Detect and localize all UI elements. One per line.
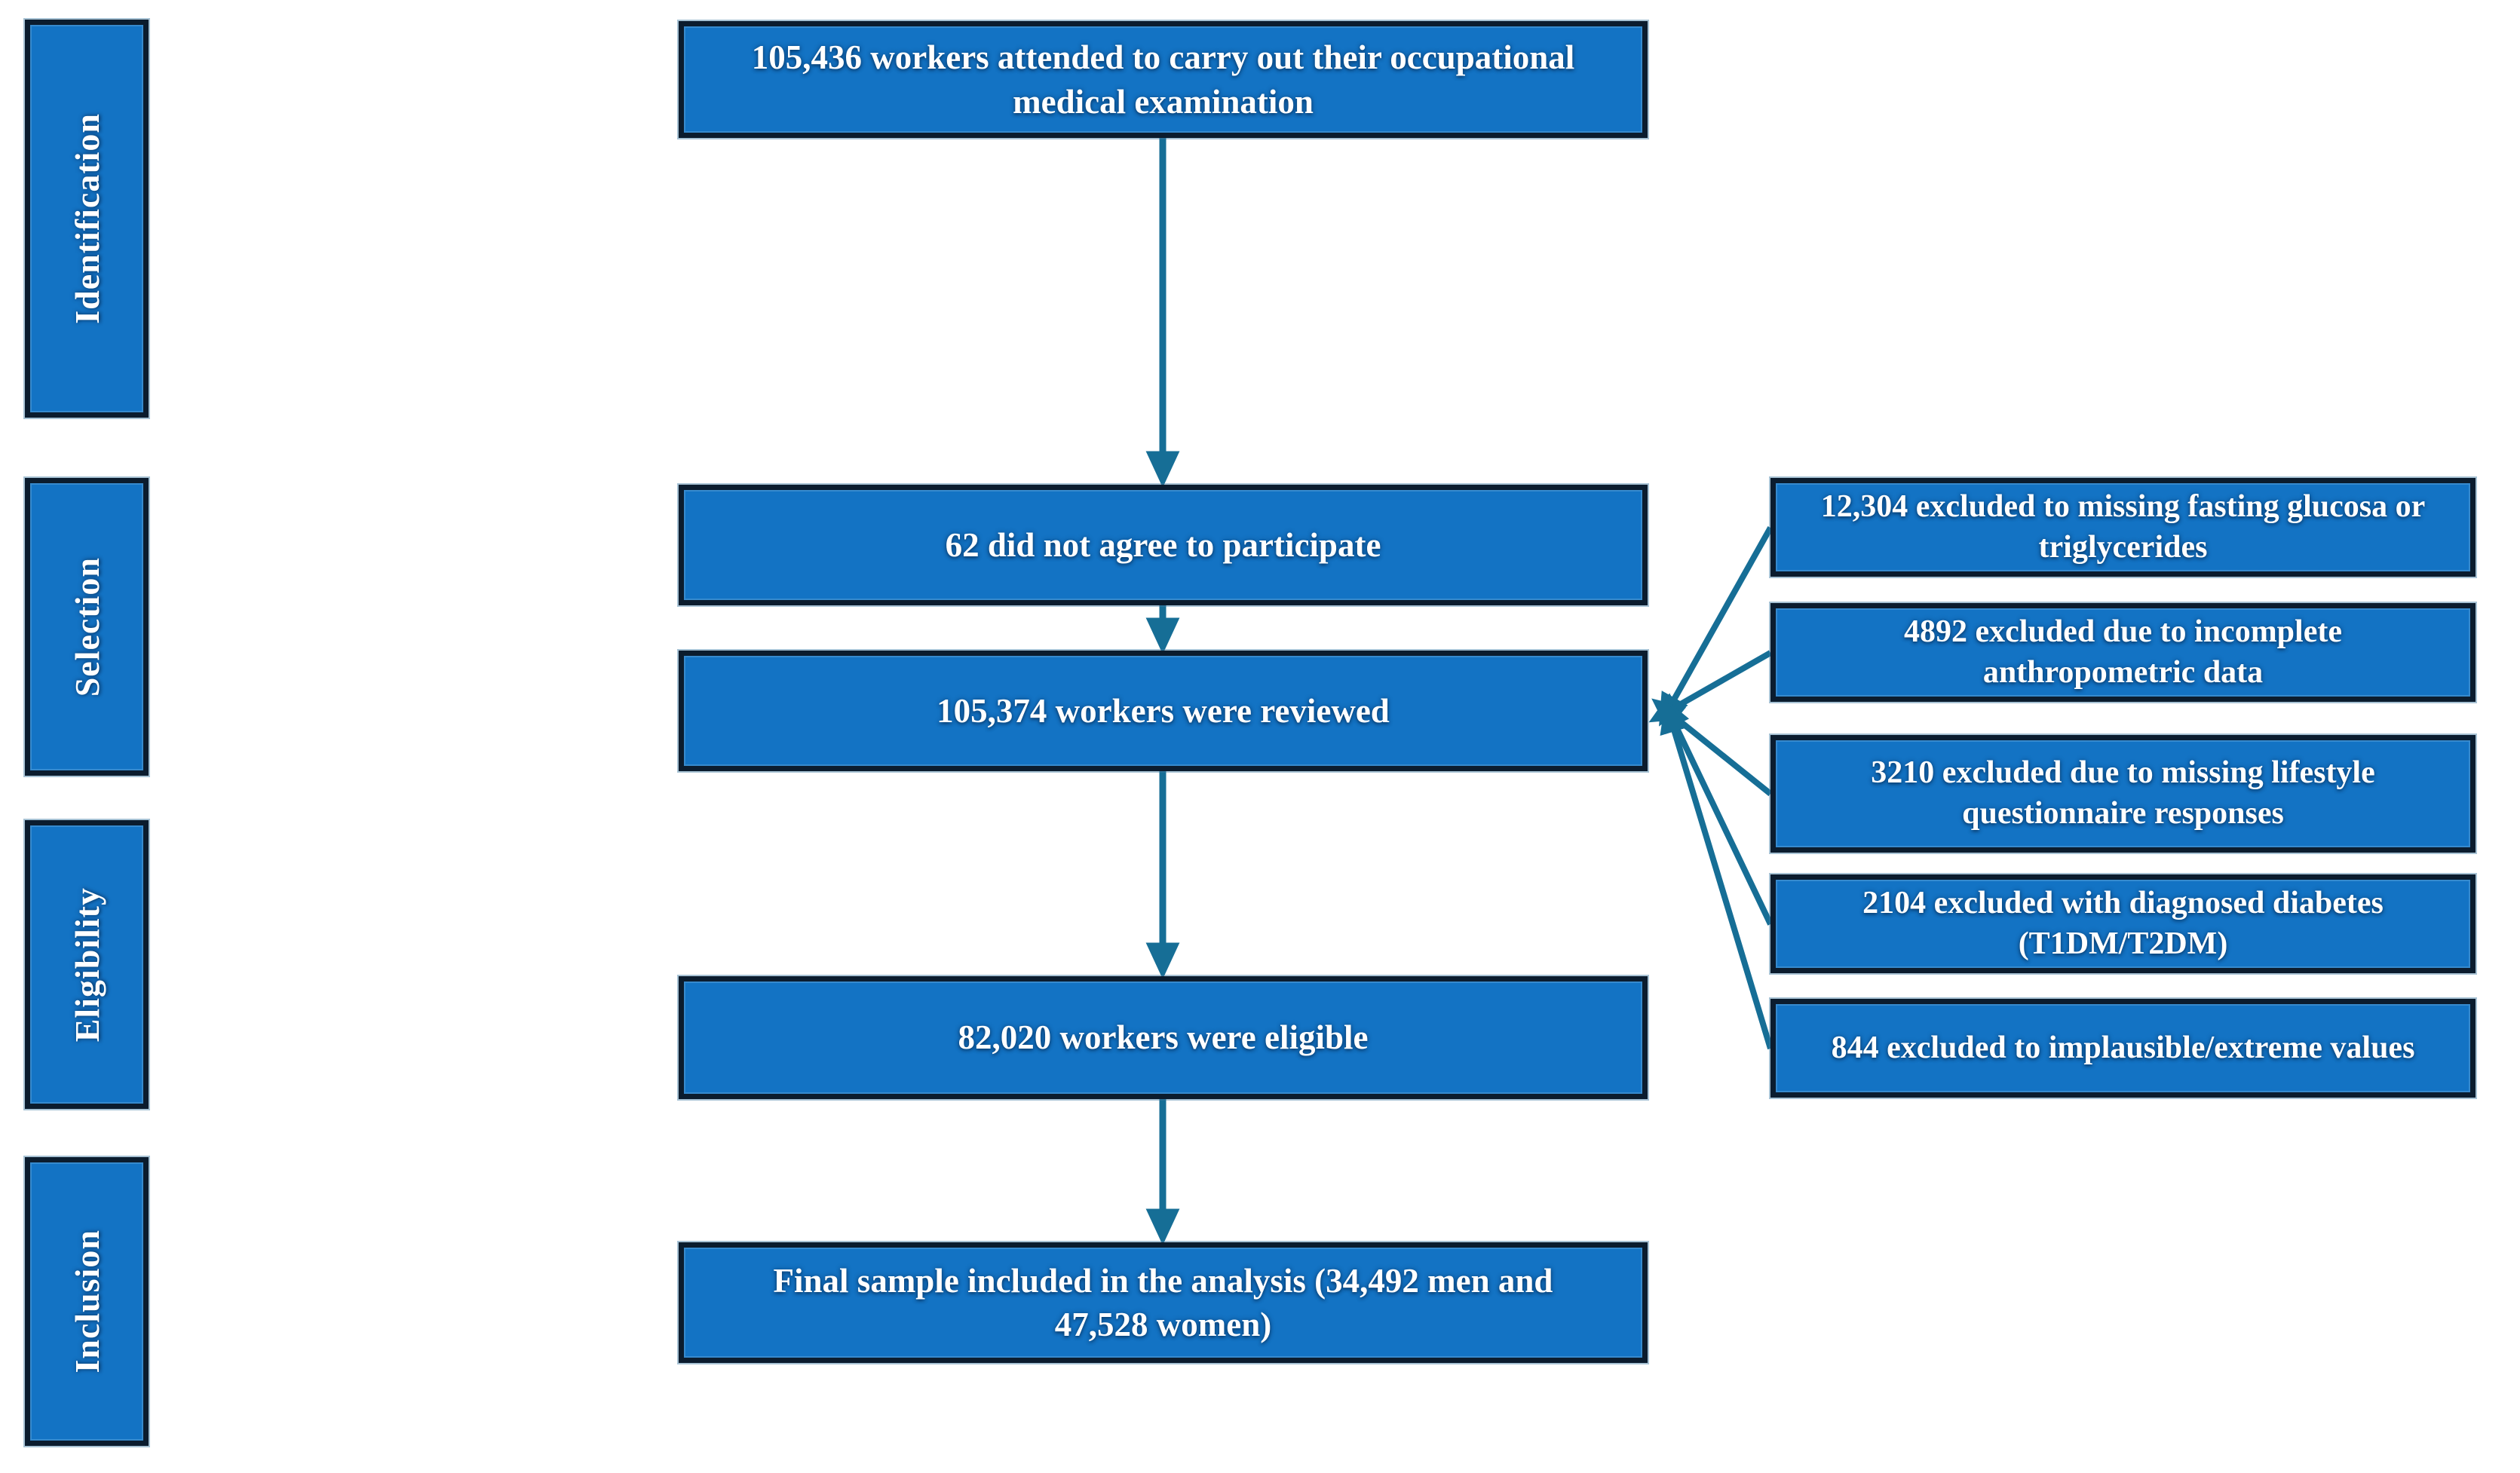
arrow-exclusion-values — [1660, 700, 1774, 1050]
flow-box-eligible: 82,020 workers were eligible — [679, 976, 1648, 1099]
exclusion-box-lifestyle: 3210 excluded due to missing lifestyle q… — [1770, 735, 2476, 853]
stage-label-identification: Identification — [25, 20, 149, 418]
exclusion-box-implausible-values: 844 excluded to implausible/extreme valu… — [1770, 999, 2476, 1098]
arrow-exclusion-diabetes — [1661, 696, 1774, 926]
stage-label-text: Inclusion — [67, 1230, 106, 1373]
stage-label-text: Selection — [67, 556, 106, 697]
flow-box-reviewed: 105,374 workers were reviewed — [679, 651, 1648, 771]
stage-label-inclusion: Inclusion — [25, 1157, 149, 1446]
exclusion-box-diabetes: 2104 excluded with diagnosed diabetes (T… — [1770, 874, 2476, 973]
flow-box-text: 105,374 workers were reviewed — [937, 691, 1390, 730]
flow-box-text: 82,020 workers were eligible — [958, 1018, 1369, 1057]
exclusion-box-text: 4892 excluded due to incomplete anthropo… — [1904, 614, 2342, 690]
stage-label-selection: Selection — [25, 478, 149, 776]
stage-label-eligibility: Eligibility — [25, 820, 149, 1109]
exclusion-box-text: 2104 excluded with diagnosed diabetes (T… — [1862, 885, 2384, 961]
arrow-exclusion-lifestyle — [1651, 698, 1773, 797]
flow-box-text: 62 did not agree to participate — [945, 525, 1381, 564]
exclusion-box-text: 3210 excluded due to missing lifestyle q… — [1871, 755, 2375, 831]
exclusion-box-text: 12,304 excluded to missing fasting gluco… — [1820, 488, 2426, 565]
flow-box-final-sample: Final sample included in the analysis (3… — [679, 1242, 1648, 1363]
arrow-exclusion-anthro — [1648, 650, 1772, 723]
stage-label-text: Eligibility — [67, 887, 106, 1043]
exclusion-box-text: 844 excluded to implausible/extreme valu… — [1831, 1030, 2415, 1065]
flow-box-attended: 105,436 workers attended to carry out th… — [679, 21, 1648, 138]
flow-box-text: 105,436 workers attended to carry out th… — [751, 38, 1575, 121]
exclusion-box-missing-glucose: 12,304 excluded to missing fasting gluco… — [1770, 478, 2476, 577]
exclusion-box-anthropometric: 4892 excluded due to incomplete anthropo… — [1770, 603, 2476, 702]
flow-box-text: Final sample included in the analysis (3… — [773, 1261, 1553, 1344]
arrow-exclusion-glucose — [1659, 526, 1774, 727]
flow-box-not-agree: 62 did not agree to participate — [679, 485, 1648, 605]
stage-label-text: Identification — [67, 113, 106, 324]
